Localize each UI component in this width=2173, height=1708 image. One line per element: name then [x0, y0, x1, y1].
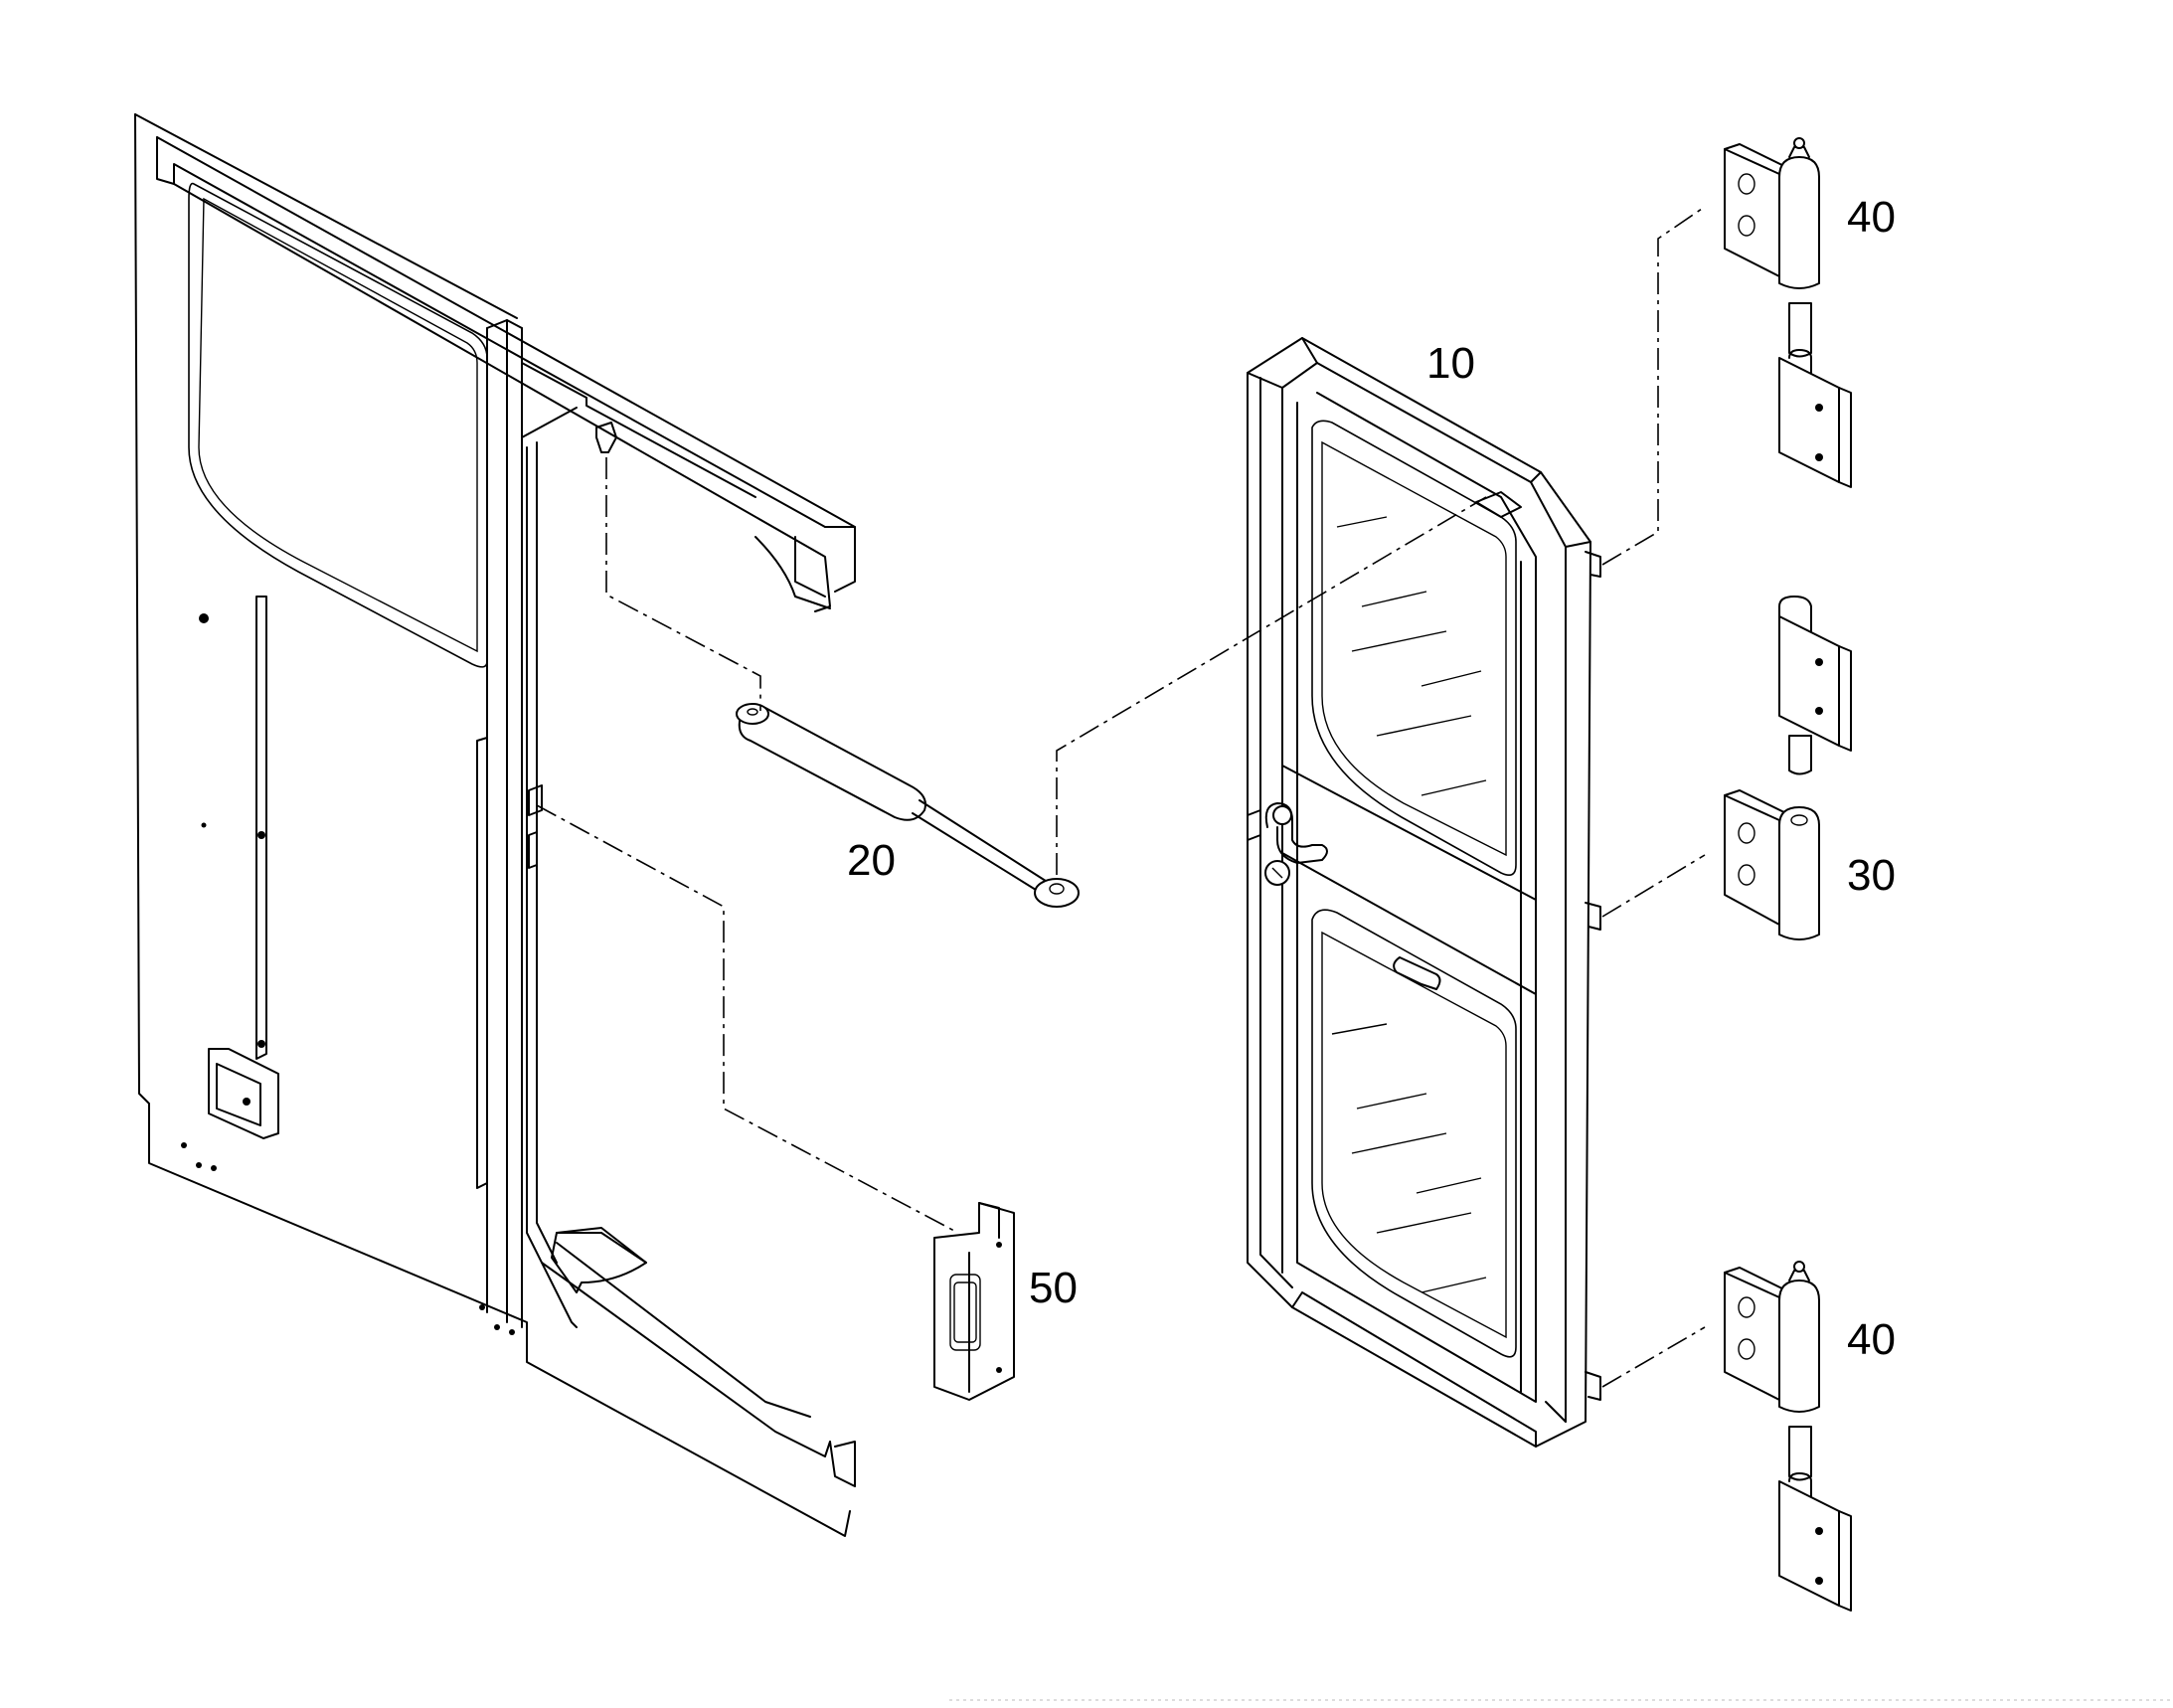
- callout-labels: 10 20 30 40 40 50: [847, 193, 1896, 1364]
- callout-door: 10: [1426, 339, 1475, 388]
- leader-lines: [536, 208, 1706, 1388]
- callout-hinge-middle: 30: [1847, 851, 1896, 900]
- hinge-bottom: [1724, 1261, 1852, 1612]
- door-frame: [1247, 337, 1601, 1448]
- hinge-middle: [1724, 596, 1852, 940]
- gas-spring: [736, 703, 1080, 908]
- hinge-top: [1724, 137, 1852, 488]
- striker-plate: [933, 1202, 1015, 1401]
- callout-striker-plate: 50: [1029, 1264, 1078, 1312]
- callout-hinge-top: 40: [1847, 193, 1896, 242]
- callout-hinge-bottom: 40: [1847, 1315, 1896, 1364]
- callout-gas-spring: 20: [847, 836, 896, 885]
- cab-side-panel: [134, 113, 856, 1537]
